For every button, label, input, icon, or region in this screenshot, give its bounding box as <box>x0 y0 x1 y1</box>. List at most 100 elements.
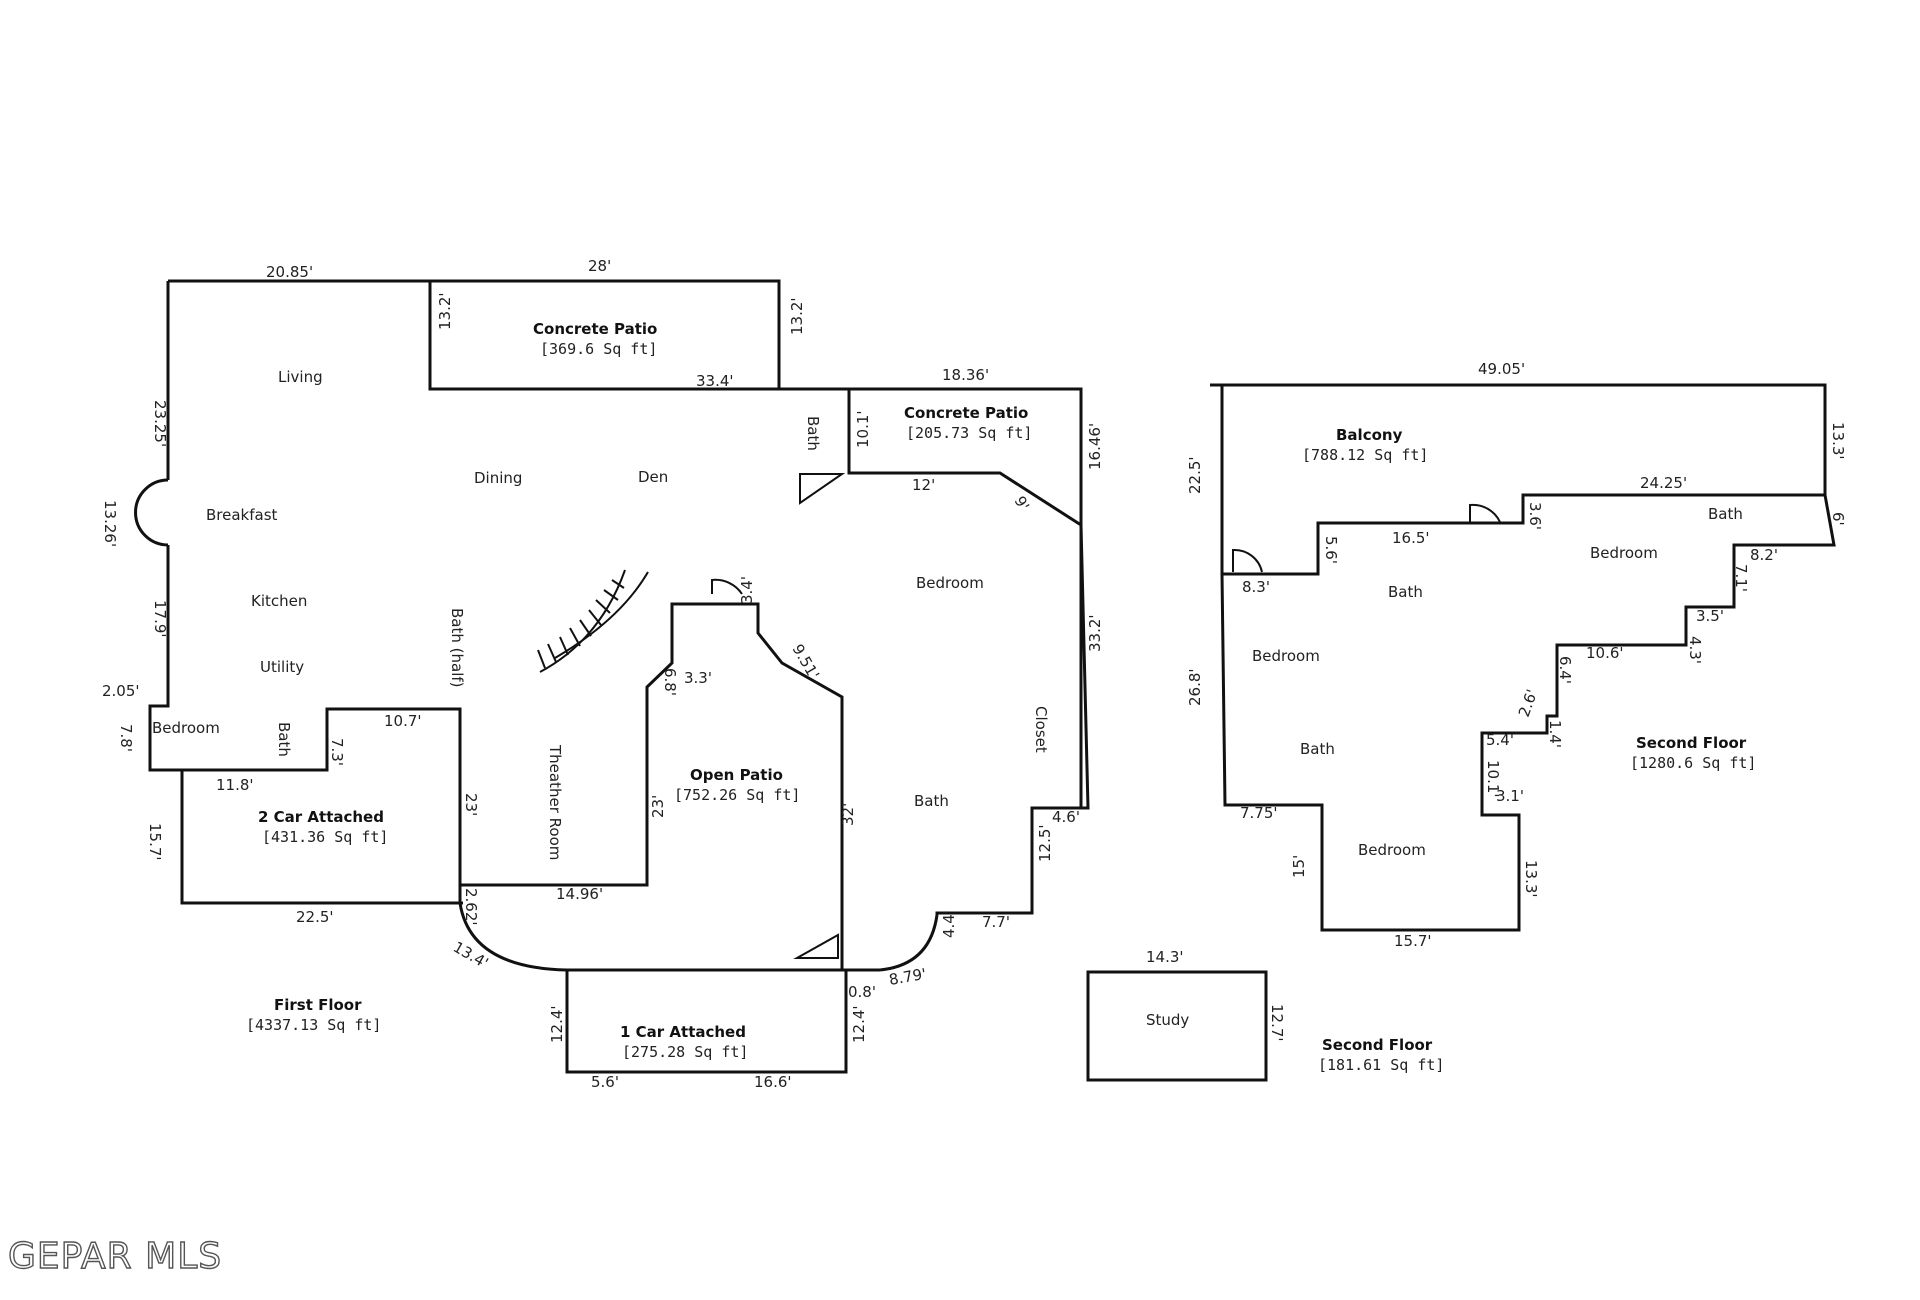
concrete-patio-2-area: [205.73 Sq ft] <box>906 424 1032 442</box>
first-floor-title: First Floor <box>274 996 362 1014</box>
open-patio-title: Open Patio <box>690 766 783 784</box>
room-bath-ne: Bath <box>1708 505 1743 523</box>
dim-label: 13.2' <box>436 292 454 330</box>
dim-label: 2.05' <box>102 682 140 700</box>
dim-label: 6.4' <box>1556 656 1574 684</box>
dim-label: 15.7' <box>146 823 164 861</box>
room-bedroom-small: Bedroom <box>152 719 220 737</box>
door-swing-den <box>799 473 846 505</box>
study-block-title: Second Floor <box>1322 1036 1433 1054</box>
room-utility: Utility <box>260 658 304 676</box>
room-study: Study <box>1146 1011 1189 1029</box>
dim-label: 8.3' <box>1242 578 1270 596</box>
balcony-title: Balcony <box>1336 426 1403 444</box>
dim-label: 33.4' <box>696 372 734 390</box>
dim-label: 22.5' <box>1186 456 1204 494</box>
first-floor-dimensions: 20.85' 28' 13.2' 13.2' 33.4' 18.36' 10.1… <box>101 257 1104 1091</box>
dim-label: 18.36' <box>942 366 989 384</box>
concrete-patio-1-area: [369.6 Sq ft] <box>540 340 657 358</box>
concrete-patio-1-outline <box>168 279 781 391</box>
room-bath-mid: Bath <box>1388 583 1423 601</box>
dim-label: 6.8' <box>661 668 679 696</box>
second-floor-outline <box>1220 494 1836 932</box>
dim-label: 10.1' <box>854 410 872 448</box>
dim-label: 14.3' <box>1146 948 1184 966</box>
second-floor-dimensions: 49.05' 13.3' 22.5' 24.25' 6' 3.6' 16.5' … <box>1186 360 1847 950</box>
dim-label: 3.3' <box>684 669 712 687</box>
dim-label: 7.1' <box>1732 564 1750 592</box>
room-bath-right: Bath <box>914 792 949 810</box>
room-kitchen: Kitchen <box>251 592 307 610</box>
dim-label: 6' <box>1829 512 1847 526</box>
room-living: Living <box>278 368 323 386</box>
dim-label: 12' <box>912 476 935 494</box>
dim-label: 12.4' <box>548 1005 566 1043</box>
garage-1-outline <box>565 968 848 1074</box>
dim-label: 32' <box>839 803 857 826</box>
garage-1-title: 1 Car Attached <box>620 1023 746 1041</box>
concrete-patio-2-outline <box>847 389 1082 527</box>
dim-label: 9' <box>1011 493 1033 514</box>
dim-label: 4.3' <box>1686 636 1704 664</box>
balcony-outline <box>1210 383 1827 576</box>
dim-label: 16.5' <box>1392 529 1430 547</box>
garage-2-title: 2 Car Attached <box>258 808 384 826</box>
dim-label: 2.62' <box>462 888 480 926</box>
second-floor-labels: Balcony [788.12 Sq ft] Bath Bedroom Bath… <box>1146 426 1756 1074</box>
room-bath-small: Bath <box>275 722 293 757</box>
dim-label: 33.2' <box>1086 614 1104 652</box>
dim-label: 14.96' <box>556 885 603 903</box>
room-theater: Theather Room <box>546 744 564 860</box>
dim-label: 7.75' <box>1240 804 1278 822</box>
dim-label: 13.3' <box>1522 860 1540 898</box>
dim-label: 10.6' <box>1586 644 1624 662</box>
dim-label: 3.6' <box>1526 502 1544 530</box>
dim-label: 2.6' <box>1515 687 1541 719</box>
dim-label: 4.6' <box>1052 808 1080 826</box>
dim-label: 15.7' <box>1394 932 1432 950</box>
dim-label: 9.51' <box>789 641 823 683</box>
door-swing-balcony-2 <box>1232 548 1263 573</box>
room-bedroom-s: Bedroom <box>1358 841 1426 859</box>
first-floor-walls <box>134 279 1090 1074</box>
room-bedroom-right: Bedroom <box>916 574 984 592</box>
dim-label: 13.2' <box>788 297 806 335</box>
dim-label: 22.5' <box>296 908 334 926</box>
dim-label: 13.4' <box>450 938 492 972</box>
dim-label: 10.7' <box>384 712 422 730</box>
room-bath-top: Bath <box>804 416 822 451</box>
second-floor-walls <box>1086 383 1836 1082</box>
east-curve <box>879 914 939 972</box>
study-block-area: [181.61 Sq ft] <box>1318 1056 1444 1074</box>
room-bedroom-w: Bedroom <box>1252 647 1320 665</box>
dim-label: 4.4' <box>940 910 958 938</box>
dim-label: 5.6' <box>1322 536 1340 564</box>
balcony-area: [788.12 Sq ft] <box>1302 446 1428 464</box>
dim-label: 3.1' <box>1496 787 1524 805</box>
door-swing-garage <box>793 933 839 959</box>
dim-label: 23' <box>649 795 667 818</box>
room-breakfast: Breakfast <box>206 506 278 524</box>
dim-label: 10.1' <box>1484 760 1502 798</box>
second-floor-title: Second Floor <box>1636 734 1747 752</box>
dim-label: 3.5' <box>1696 607 1724 625</box>
dim-label: 7.3' <box>328 738 346 766</box>
door-swing-balcony-1 <box>1469 503 1501 523</box>
dim-label: 15' <box>1290 855 1308 878</box>
second-floor-area: [1280.6 Sq ft] <box>1630 754 1756 772</box>
door-swing-stair <box>711 578 743 595</box>
room-closet: Closet <box>1032 706 1050 753</box>
dim-label: 12.7' <box>1268 1004 1286 1042</box>
dim-label: 49.05' <box>1478 360 1525 378</box>
room-bath-half: Bath (half) <box>448 608 466 688</box>
dim-label: 12.4' <box>850 1005 868 1043</box>
dim-label: 5.6' <box>591 1073 619 1091</box>
garage-2-area: [431.36 Sq ft] <box>262 828 388 846</box>
room-bedroom-ne: Bedroom <box>1590 544 1658 562</box>
concrete-patio-1-title: Concrete Patio <box>533 320 657 338</box>
dim-label: 12.5' <box>1036 824 1054 862</box>
dim-label: 1.4' <box>1546 720 1564 748</box>
watermark: GEPAR MLS <box>8 1236 222 1277</box>
dim-label: 7.8' <box>117 724 135 752</box>
first-floor-labels: Living Dining Den Breakfast Kitchen Util… <box>152 320 1050 1061</box>
